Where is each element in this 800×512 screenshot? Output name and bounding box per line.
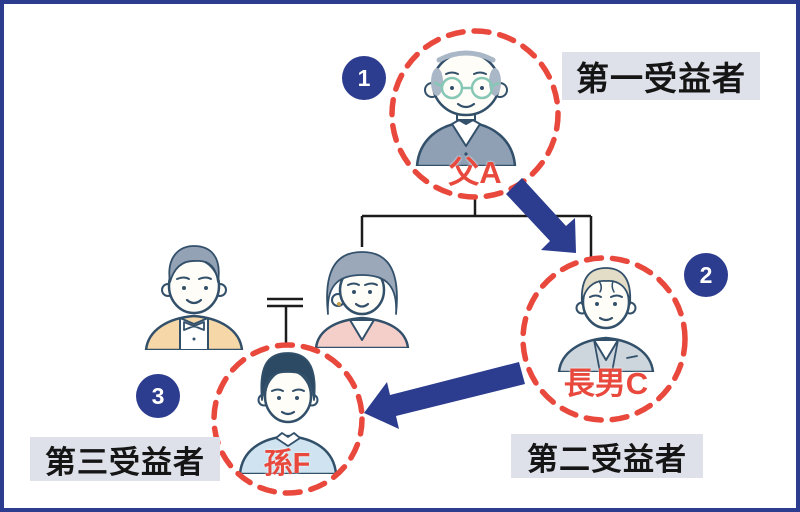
name-label-eldest-son-c: 長男C (563, 365, 649, 401)
name-label-grandson-f: 孫F (263, 448, 311, 480)
name-label-father-a: 父A (448, 154, 502, 190)
badge-1-number: 1 (357, 64, 371, 91)
badge-2-number: 2 (699, 261, 713, 288)
role-label-third-beneficiary: 第三受益者 (30, 437, 220, 481)
son-in-law-illustration (132, 236, 258, 350)
role-label-second-beneficiary: 第二受益者 (511, 434, 703, 478)
daughter-illustration (304, 248, 420, 348)
badge-1: 1 (342, 56, 386, 100)
arrow-father-to-son-icon (506, 178, 576, 253)
role-label-first-beneficiary: 第一受益者 (562, 52, 760, 100)
eldest-son-c-illustration (549, 264, 663, 372)
badge-3-number: 3 (151, 382, 165, 409)
badge-2: 2 (684, 253, 728, 297)
badge-3: 3 (136, 374, 180, 418)
arrow-son-to-grandson-icon (364, 362, 525, 429)
